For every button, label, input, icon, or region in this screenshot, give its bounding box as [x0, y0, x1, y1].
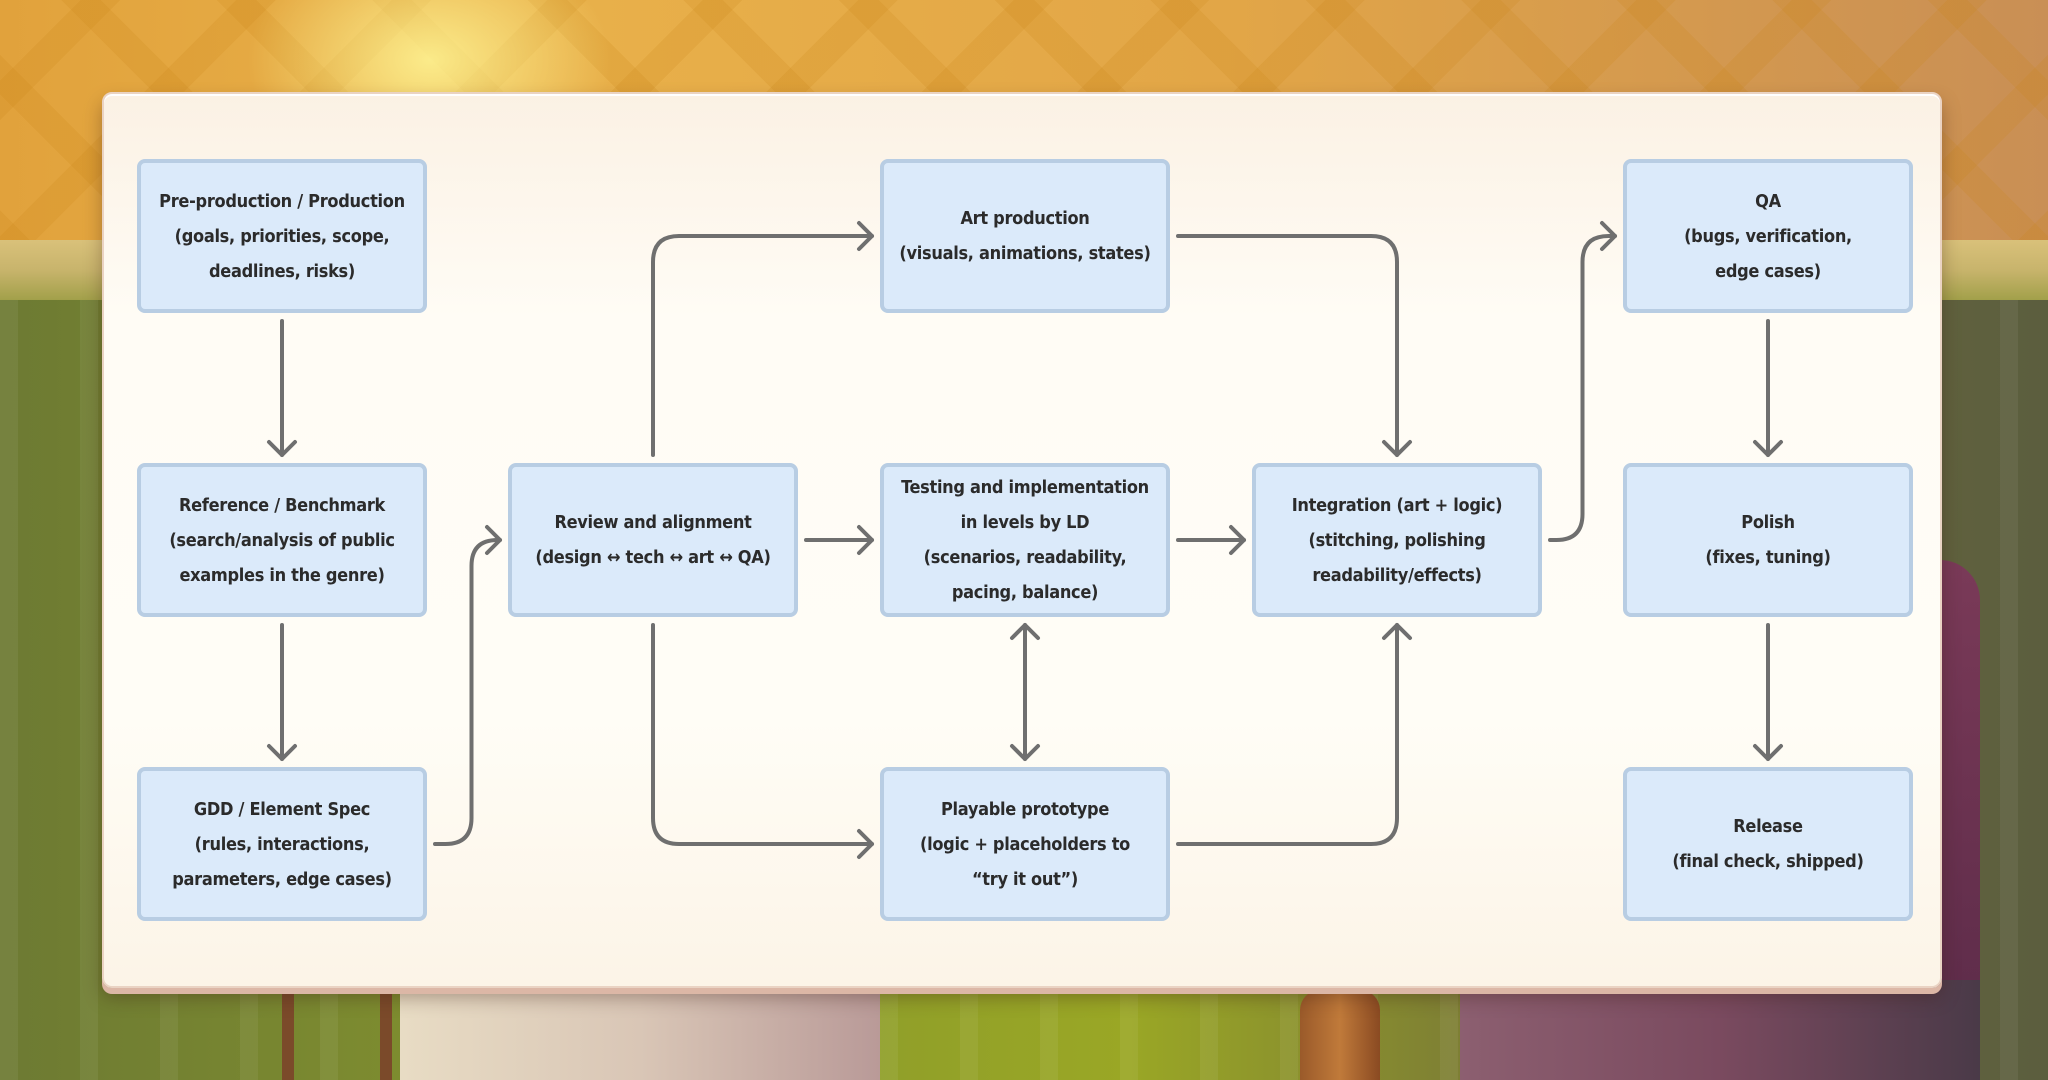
- node-description: (fixes, tuning): [1705, 547, 1831, 568]
- node-title: Polish: [1741, 512, 1795, 533]
- node-testing[interactable]: Testing and implementation in levels by L…: [880, 463, 1170, 617]
- node-title: Testing and implementation: [901, 477, 1149, 498]
- node-description: (goals, priorities, scope,: [174, 225, 390, 247]
- easel-leg: [380, 985, 392, 1080]
- node-description: examples in the genre): [179, 564, 385, 586]
- node-description: deadlines, risks): [208, 260, 356, 282]
- background-cloth: [400, 980, 880, 1080]
- node-title: GDD / Element Spec: [193, 798, 371, 820]
- node-title: QA: [1755, 190, 1781, 212]
- node-description: parameters, edge cases): [172, 868, 392, 890]
- node-qa[interactable]: QA (bugs, verification, edge cases): [1623, 159, 1913, 313]
- node-description: (visuals, animations, states): [899, 243, 1151, 264]
- node-description: readability/effects): [1312, 564, 1482, 586]
- node-title: Pre-production / Production: [159, 190, 405, 212]
- node-description: (bugs, verification,: [1684, 225, 1852, 247]
- node-review[interactable]: Review and alignment (design ↔ tech ↔ art…: [508, 463, 798, 617]
- node-title: Playable prototype: [940, 798, 1110, 820]
- node-prototype[interactable]: Playable prototype (logic + placeholders …: [880, 767, 1170, 921]
- node-polish[interactable]: Polish (fixes, tuning): [1623, 463, 1913, 617]
- node-title: Integration (art + logic): [1291, 494, 1503, 516]
- node-description: (scenarios, readability,: [923, 547, 1127, 568]
- node-description: edge cases): [1715, 260, 1821, 282]
- node-description: (stitching, polishing: [1308, 529, 1486, 551]
- node-description: (rules, interactions,: [194, 833, 370, 855]
- node-title: Release: [1733, 816, 1803, 837]
- node-art[interactable]: Art production (visuals, animations, stat…: [880, 159, 1170, 313]
- node-title: Reference / Benchmark: [178, 494, 385, 516]
- node-preproduction[interactable]: Pre-production / Production (goals, prior…: [137, 159, 427, 313]
- node-reference[interactable]: Reference / Benchmark (search/analysis of…: [137, 463, 427, 617]
- node-description: “try it out”): [971, 868, 1079, 890]
- node-description: (logic + placeholders to: [919, 833, 1130, 855]
- node-description: (search/analysis of public: [169, 529, 395, 551]
- node-description: (final check, shipped): [1672, 851, 1864, 872]
- node-description: pacing, balance): [951, 582, 1099, 603]
- node-title: Art production: [960, 208, 1090, 229]
- background-cloth: [1460, 980, 1980, 1080]
- easel-leg: [282, 985, 294, 1080]
- node-description: (design ↔ tech ↔ art ↔ QA): [535, 547, 771, 568]
- node-gdd[interactable]: GDD / Element Spec (rules, interactions, p…: [137, 767, 427, 921]
- node-integration[interactable]: Integration (art + logic) (stitching, pol…: [1252, 463, 1542, 617]
- background-post: [1300, 990, 1380, 1080]
- node-release[interactable]: Release (final check, shipped): [1623, 767, 1913, 921]
- node-description: in levels by LD: [960, 512, 1090, 533]
- node-title: Review and alignment: [554, 512, 752, 533]
